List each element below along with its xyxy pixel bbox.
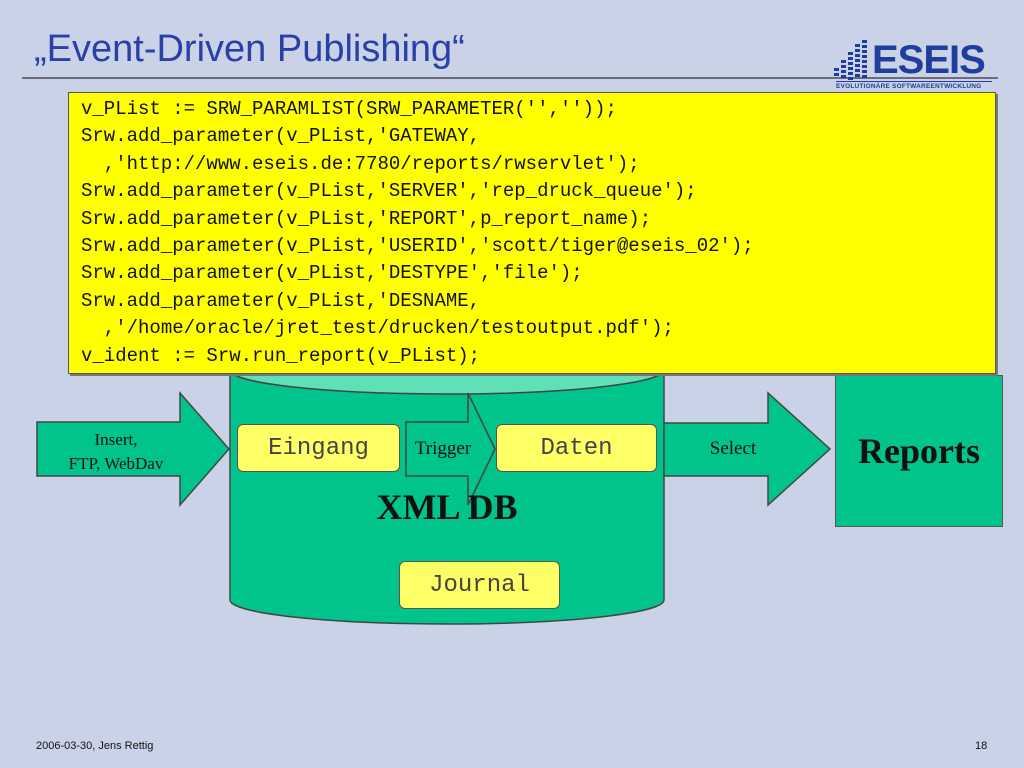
daten-box: Daten xyxy=(496,424,657,472)
select-arrow xyxy=(663,391,832,507)
code-line: Srw.add_parameter(v_PList,'DESTYPE','fil… xyxy=(81,262,583,285)
logo-subtitle: EVOLUTIONÄRE SOFTWAREENTWICKLUNG xyxy=(836,81,992,90)
code-line: Srw.add_parameter(v_PList,'USERID','scot… xyxy=(81,235,754,258)
code-line: Srw.add_parameter(v_PList,'REPORT',p_rep… xyxy=(81,207,652,230)
code-line: Srw.add_parameter(v_PList,'GATEWAY, xyxy=(81,125,481,148)
eingang-box: Eingang xyxy=(237,424,400,472)
footer-author-date: 2006-03-30, Jens Rettig xyxy=(36,740,154,752)
input-arrow-label: Insert, FTP, WebDav xyxy=(52,428,180,476)
code-line: ,'http://www.eseis.de:7780/reports/rwser… xyxy=(81,152,640,175)
xml-db-label: XML DB xyxy=(376,487,518,527)
eseis-logo: ESEIS EVOLUTIONÄRE SOFTWAREENTWICKLUNG xyxy=(832,38,994,94)
journal-box: Journal xyxy=(399,561,560,609)
code-line: v_ident := Srw.run_report(v_PList); xyxy=(81,344,481,367)
trigger-arrow xyxy=(405,392,496,506)
slide-title: „Event-Driven Publishing“ xyxy=(34,28,465,70)
input-arrow-label-line1: Insert, xyxy=(94,430,138,449)
reports-label: Reports xyxy=(858,431,980,471)
code-line: v_PList := SRW_PARAMLIST(SRW_PARAMETER('… xyxy=(81,98,617,120)
input-arrow-label-line2: FTP, WebDav xyxy=(68,454,164,473)
input-arrow xyxy=(36,391,230,507)
logo-wordmark: ESEIS xyxy=(872,38,986,82)
code-box: v_PList := SRW_PARAMLIST(SRW_PARAMETER('… xyxy=(68,92,996,374)
logo-bars-icon xyxy=(834,40,867,80)
page-number: 18 xyxy=(975,740,988,752)
code-line: ,'/home/oracle/jret_test/drucken/testout… xyxy=(81,317,674,340)
title-divider xyxy=(22,77,998,79)
select-label: Select xyxy=(709,438,757,459)
reports-box: Reports xyxy=(835,375,1003,527)
code-line: Srw.add_parameter(v_PList,'DESNAME, xyxy=(81,289,481,312)
trigger-label: Trigger xyxy=(414,438,472,459)
code-line: Srw.add_parameter(v_PList,'SERVER','rep_… xyxy=(81,180,697,203)
